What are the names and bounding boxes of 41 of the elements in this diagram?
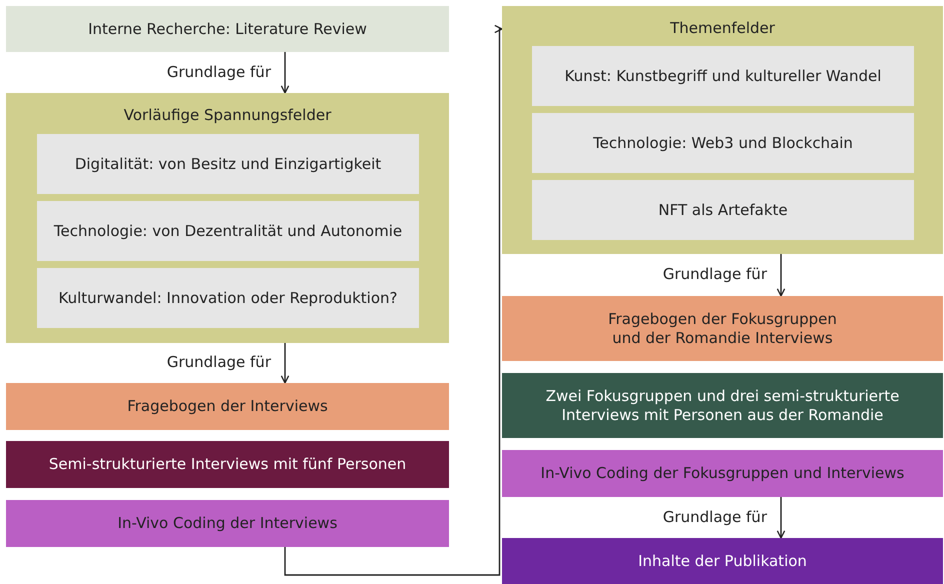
- box-text: In-Vivo Coding der Fokusgruppen und Interviews: [540, 464, 904, 483]
- process-box: [6, 383, 449, 430]
- box-text: Technologie: von Dezentralität und Autonomie: [54, 222, 402, 240]
- edge-label: Grundlage für: [660, 508, 769, 526]
- box-text: Semi-strukturierte Interviews mit fünf Personen: [48, 455, 406, 474]
- topic-box: [37, 134, 419, 194]
- box-text: Inhalte der Publikation: [638, 552, 807, 570]
- process-box: [502, 373, 943, 438]
- topic-box: [532, 113, 914, 173]
- box-text: Interne Recherche: Literature Review: [88, 20, 367, 38]
- edge-label: Grundlage für: [164, 62, 273, 80]
- arrow: [280, 52, 290, 94]
- panel-heading: Vorläufige Spannungsfelder: [124, 106, 332, 125]
- process-box: [502, 538, 943, 584]
- box-text: Kunst: Kunstbegriff und kultureller Wandel: [564, 66, 882, 86]
- edge-label: Grundlage für: [660, 265, 769, 283]
- box-text: In-Vivo Coding der Interviews: [118, 514, 338, 533]
- box-text: Technologie: Web3 und Blockchain: [593, 134, 853, 152]
- arrow: [280, 343, 290, 384]
- box-text: Digitalität: von Besitz und Einzigartigkeit: [74, 154, 382, 174]
- arrow: [776, 497, 786, 539]
- topic-box: [532, 180, 914, 240]
- arrow: [284, 24, 503, 576]
- plain-box: [6, 6, 449, 52]
- process-box: [502, 296, 943, 361]
- box-text: Kulturwandel: Innovation oder Reproduktion?: [58, 288, 398, 308]
- box-text: Zwei Fokusgruppen und drei semi-strukturierte Interviews mit Personen aus der Romandie: [544, 386, 900, 424]
- topic-box: [532, 46, 914, 106]
- group-panel: [502, 6, 943, 254]
- panel-heading: Themenfelder: [670, 19, 775, 38]
- box-text: Fragebogen der Interviews: [127, 397, 328, 416]
- arrow: [776, 254, 786, 297]
- group-panel: [6, 93, 449, 343]
- process-box: [6, 441, 449, 488]
- box-text: NFT als Artefakte: [658, 200, 788, 220]
- topic-box: [37, 201, 419, 261]
- box-text: Fragebogen der Fokusgruppen und der Romandie Interviews: [607, 310, 838, 348]
- topic-box: [37, 268, 419, 328]
- process-box: [502, 450, 943, 497]
- process-box: [6, 500, 449, 547]
- edge-label: Grundlage für: [164, 353, 273, 371]
